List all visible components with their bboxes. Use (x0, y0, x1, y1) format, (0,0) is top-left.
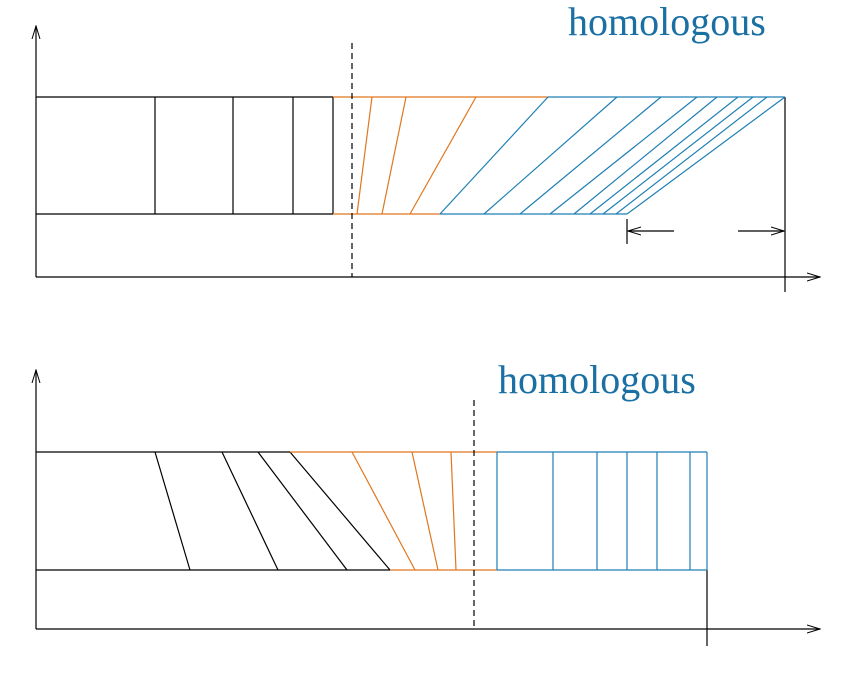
bottom-panel (36, 370, 820, 646)
bottom-black-segment (36, 451, 391, 571)
top-blue-segment (439, 96, 786, 215)
bottom-orange-segment (290, 451, 497, 571)
bottom-homologous-label: homologous (498, 357, 696, 402)
top-black-segment (36, 96, 334, 215)
bottom-blue-segment (496, 451, 708, 571)
top-dimension-arrows (626, 219, 784, 244)
top-panel (36, 26, 820, 292)
top-homologous-label: homologous (568, 0, 766, 44)
top-orange-segment (333, 96, 548, 215)
